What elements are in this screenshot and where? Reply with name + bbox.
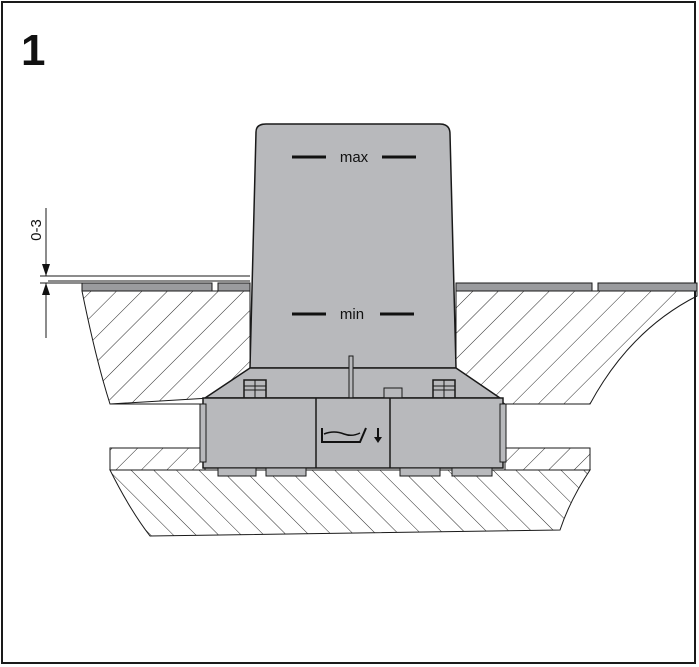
min-label: min [340,306,364,323]
concrete-upper [81,290,698,405]
max-level-mark: max [292,149,416,166]
foundation-base [109,469,591,537]
max-label: max [340,149,369,166]
dipstick-rod [348,355,354,399]
bolt-right [432,379,456,399]
gap-dimension-label: 0-3 [28,219,45,241]
reservoir-housing [202,123,503,399]
gap-dimension: 0-3 [28,208,250,338]
min-level-mark: min [292,306,414,323]
figure-number: 1 [21,26,46,75]
base-plate [199,397,507,469]
oil-drain-icon [321,427,382,443]
vent-block [383,387,403,399]
concrete-middle [109,447,591,471]
base-feet [217,467,493,477]
bolt-left [243,379,267,399]
cavity-band [110,403,590,449]
